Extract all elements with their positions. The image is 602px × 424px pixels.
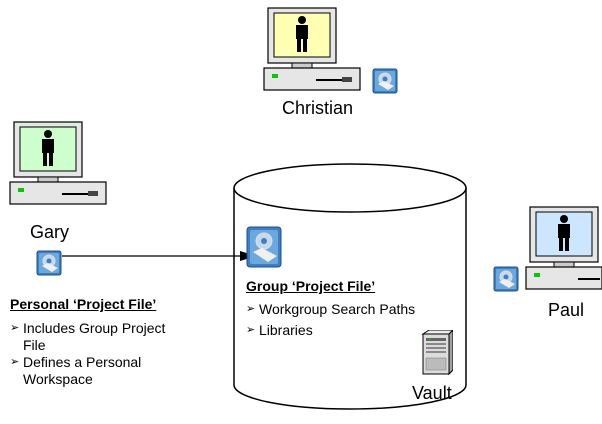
list-item: ➢ Libraries: [246, 322, 313, 338]
arrow-bullet-icon: ➢: [246, 303, 256, 315]
person-icon: [296, 16, 308, 52]
list-item: ➢ Includes Group Project File: [10, 320, 166, 353]
arrow-bullet-icon: ➢: [10, 356, 20, 368]
user-name-paul: Paul: [548, 300, 585, 320]
computer-gary: [8, 120, 108, 210]
person-icon: [42, 130, 54, 166]
project-file-icon: [36, 250, 62, 276]
person-icon: [558, 215, 570, 251]
user-name-christian: Christian: [282, 98, 354, 118]
computer-paul: [524, 205, 602, 295]
computer-icon: [9, 121, 107, 205]
group-project-title: Group ‘Project File’: [246, 278, 376, 294]
project-file-icon: [493, 266, 519, 292]
computer-icon: [525, 206, 602, 290]
vault-label: Vault: [412, 383, 452, 403]
arrow-bullet-icon: ➢: [10, 322, 20, 334]
arrow-bullet-icon: ➢: [246, 324, 256, 336]
personal-project-bullets: ➢ Includes Group Project File ➢ Defines …: [10, 320, 220, 388]
server-icon: [421, 330, 453, 376]
project-file-icon: [246, 226, 282, 268]
user-name-gary: Gary: [30, 222, 70, 242]
computer-icon: [263, 7, 361, 91]
computer-christian: [262, 6, 362, 96]
link-arrow: [62, 251, 256, 261]
list-item: ➢ Workgroup Search Paths: [246, 301, 416, 317]
personal-project-title: Personal ‘Project File’: [10, 296, 157, 312]
database-cylinder: [233, 163, 467, 410]
list-item: ➢ Defines a Personal Workspace: [10, 354, 142, 387]
group-project-bullets: ➢ Workgroup Search Paths ➢ Libraries: [246, 301, 466, 339]
project-file-icon: [372, 68, 398, 94]
